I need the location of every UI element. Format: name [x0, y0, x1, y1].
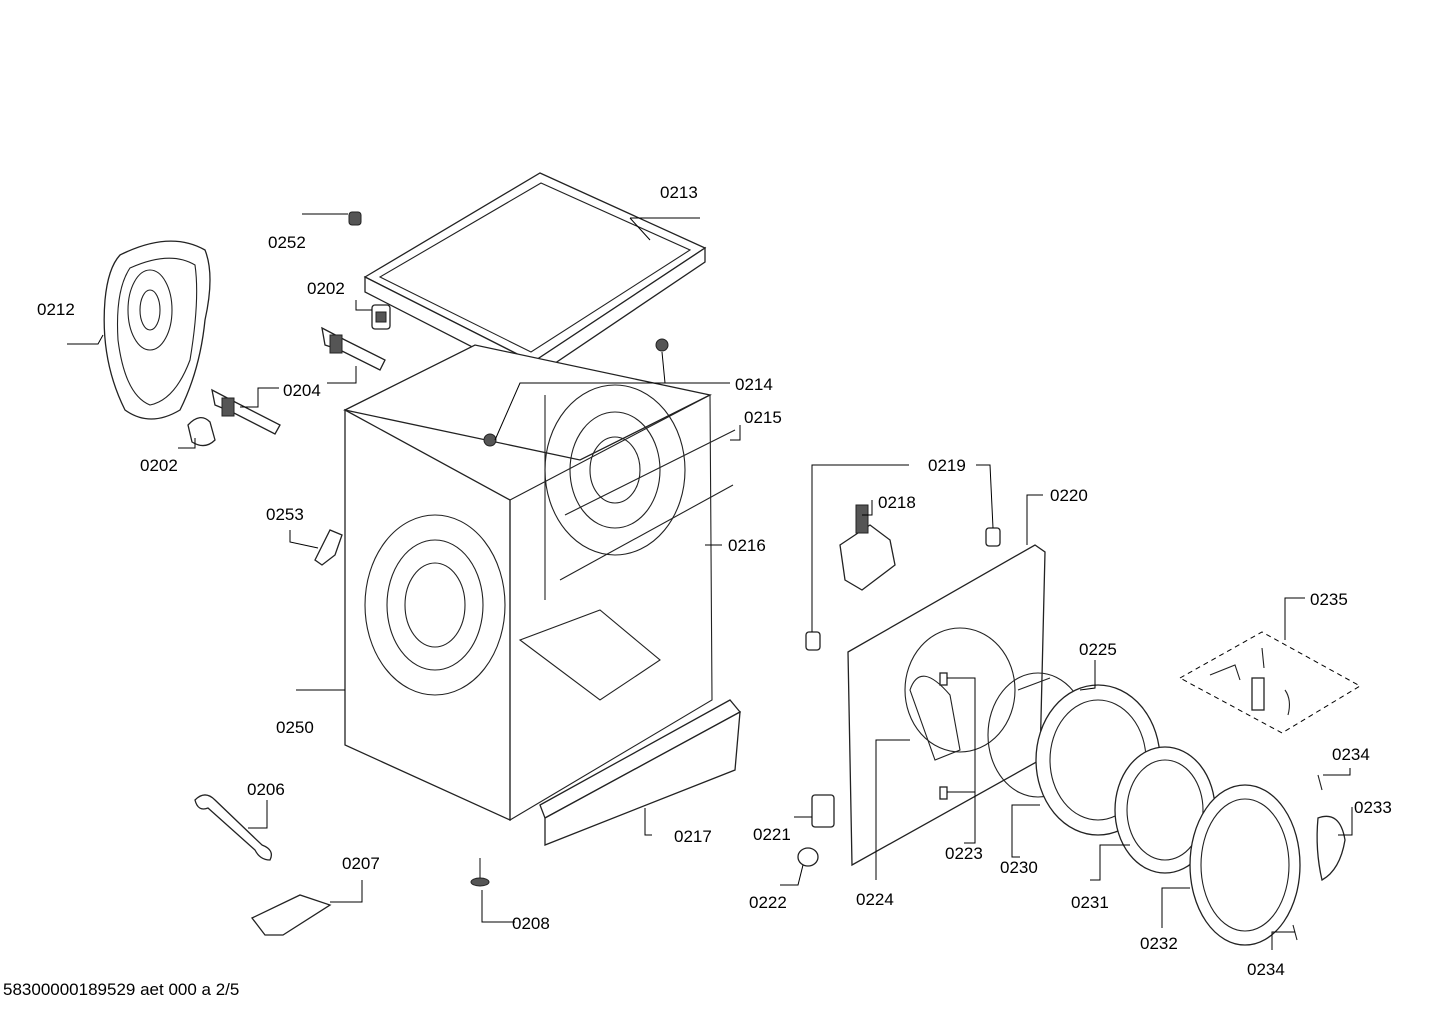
label-0225: 0225 — [1079, 640, 1117, 659]
label-0234-lower: 0234 — [1247, 960, 1285, 979]
clip-0219-left-drawing — [805, 631, 821, 651]
transport-plate-drawing — [250, 894, 332, 936]
label-0215: 0215 — [744, 408, 782, 427]
label-0253: 0253 — [266, 505, 304, 524]
support-rails-drawing — [483, 338, 736, 581]
label-0230: 0230 — [1000, 858, 1038, 877]
cap-0222-drawing — [797, 847, 819, 867]
door-frame-drawing — [1189, 784, 1301, 946]
clip-0219-right-drawing — [985, 527, 1001, 547]
label-0234-upper: 0234 — [1332, 745, 1370, 764]
bracket-0253-drawing — [314, 529, 343, 566]
clip-0202-top-drawing — [371, 304, 391, 330]
label-0220: 0220 — [1050, 486, 1088, 505]
door-hook-kit-drawing — [1178, 631, 1362, 734]
wrench-drawing — [194, 794, 273, 861]
label-0216: 0216 — [728, 536, 766, 555]
label-0231: 0231 — [1071, 893, 1109, 912]
document-reference-footer: 58300000189529 aet 000 a 2/5 — [3, 980, 240, 999]
label-0222: 0222 — [749, 893, 787, 912]
label-0208: 0208 — [512, 914, 550, 933]
label-0250: 0250 — [276, 718, 314, 737]
door-handle-drawing — [1316, 815, 1346, 881]
label-0224: 0224 — [856, 890, 894, 909]
hinge-0204-lower-drawing — [211, 388, 281, 435]
label-0204: 0204 — [283, 381, 321, 400]
label-0213: 0213 — [660, 183, 698, 202]
label-0232: 0232 — [1140, 934, 1178, 953]
detergent-drawer-panel-drawing — [539, 699, 742, 846]
door-lock-drawing — [839, 504, 896, 591]
label-0223: 0223 — [945, 844, 983, 863]
label-0202-top: 0202 — [307, 279, 345, 298]
foot-0208-drawing — [470, 858, 490, 887]
label-0214: 0214 — [735, 375, 773, 394]
rear-panel-drawing — [103, 240, 211, 420]
front-panel-drawing — [847, 544, 1046, 867]
pin-0234-upper-drawing — [1317, 774, 1323, 791]
label-0233: 0233 — [1354, 798, 1392, 817]
leader-lines — [67, 213, 1353, 950]
label-0221: 0221 — [753, 825, 791, 844]
hinge-0204-upper-drawing — [321, 326, 386, 371]
label-0252: 0252 — [268, 233, 306, 252]
clip-0202-bottom-drawing — [187, 417, 216, 447]
label-0202-bottom: 0202 — [140, 456, 178, 475]
label-0218: 0218 — [878, 493, 916, 512]
switch-0221-drawing — [811, 794, 835, 828]
label-0235: 0235 — [1310, 590, 1348, 609]
label-0217: 0217 — [674, 827, 712, 846]
label-0219: 0219 — [928, 456, 966, 475]
label-0206: 0206 — [247, 780, 285, 799]
label-0212: 0212 — [37, 300, 75, 319]
pin-0223-drawing — [939, 672, 948, 800]
door-glass-drawing — [1114, 746, 1216, 874]
housing-cabinet-drawing — [343, 344, 713, 822]
screw-0252-drawing — [348, 211, 362, 226]
worktop-lid-drawing — [363, 172, 707, 380]
label-0207: 0207 — [342, 854, 380, 873]
